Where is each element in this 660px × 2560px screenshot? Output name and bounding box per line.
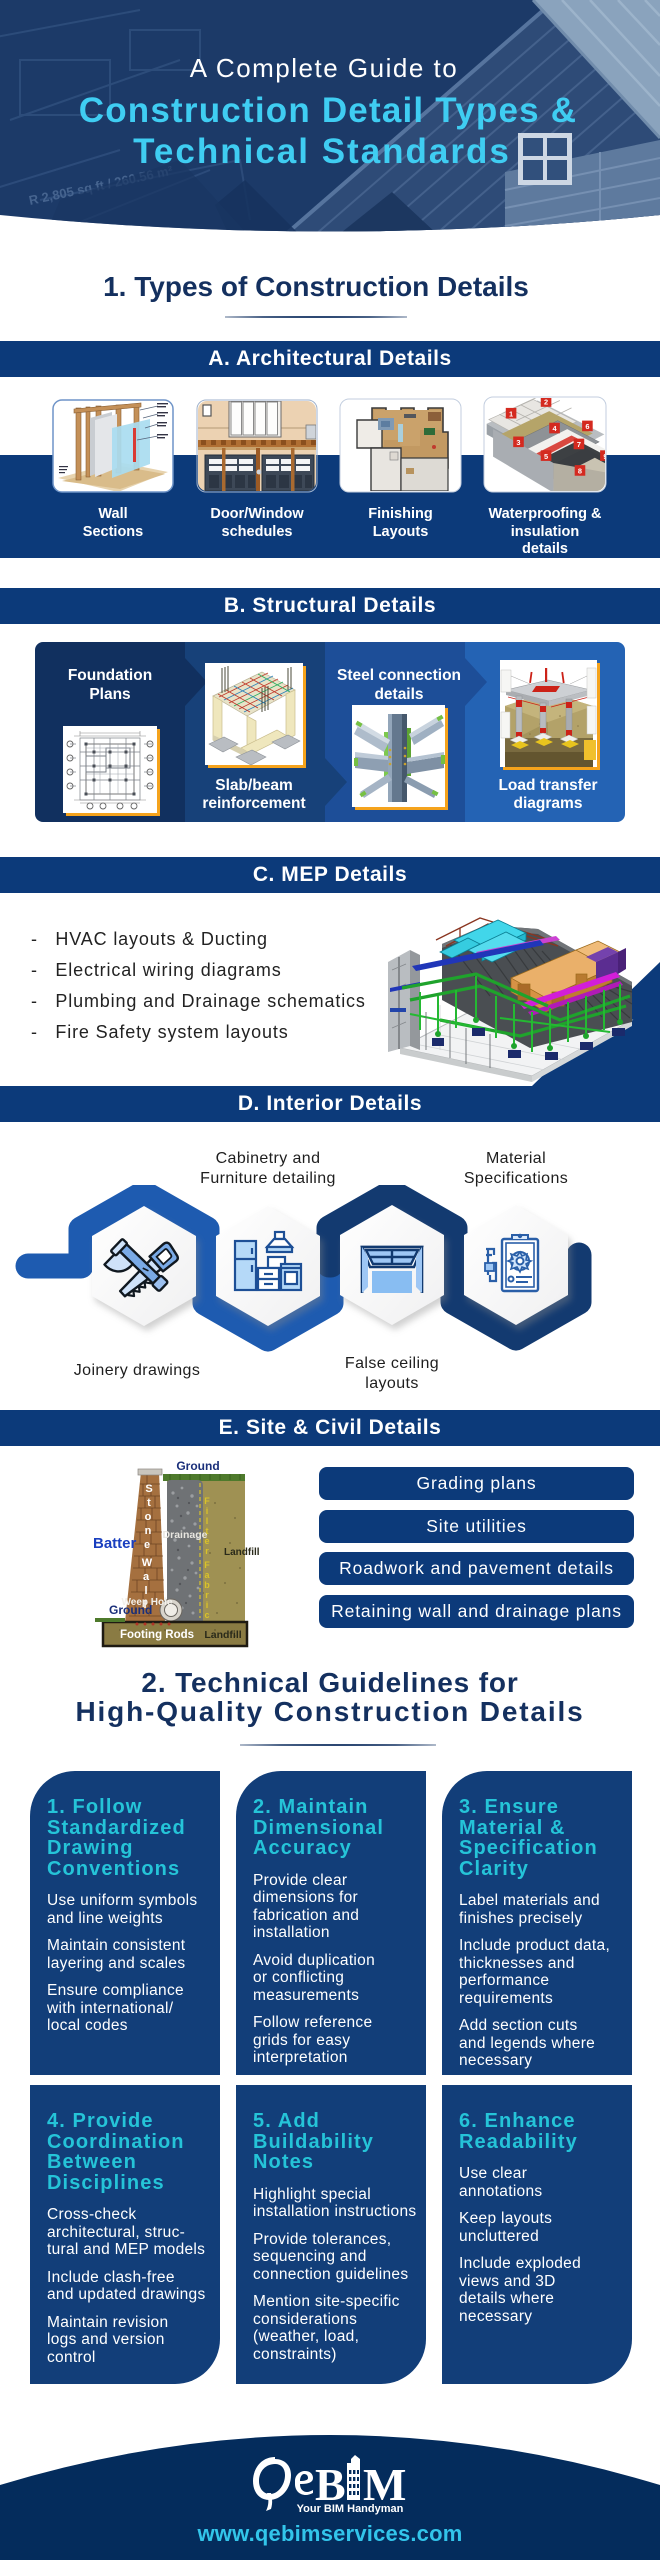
svg-text:Plans: Plans	[89, 686, 130, 703]
svg-text:9: 9	[603, 452, 607, 461]
svg-text:S: S	[145, 1483, 152, 1495]
svg-text:t: t	[206, 1526, 209, 1536]
svg-text:e: e	[204, 1536, 209, 1546]
svg-text:Batter: Batter	[93, 1535, 137, 1552]
svg-text:n: n	[145, 1525, 152, 1537]
svg-text:F: F	[204, 1560, 210, 1570]
svg-text:Your BIM Handyman: Your BIM Handyman	[297, 2503, 404, 2515]
svg-text:7: 7	[577, 440, 581, 449]
svg-text:e: e	[144, 1539, 150, 1551]
svg-text:r: r	[205, 1590, 209, 1600]
svg-text:diagrams: diagrams	[514, 795, 583, 812]
svg-text:l: l	[206, 1516, 209, 1526]
svg-text:a: a	[204, 1570, 210, 1580]
svg-text:4: 4	[552, 424, 557, 433]
svg-text:F: F	[204, 1496, 210, 1506]
svg-text:i: i	[206, 1506, 209, 1516]
svg-text:reinforcement: reinforcement	[202, 795, 305, 812]
svg-text:Steel connection: Steel connection	[337, 667, 461, 684]
svg-text:c: c	[204, 1610, 209, 1620]
svg-text:l: l	[143, 1599, 146, 1611]
svg-text:B: B	[315, 2459, 346, 2510]
svg-text:2: 2	[544, 398, 548, 407]
svg-text:Landfill: Landfill	[224, 1547, 260, 1558]
svg-text:W: W	[142, 1557, 153, 1569]
svg-text:6: 6	[585, 422, 589, 431]
svg-text:l: l	[144, 1585, 147, 1597]
svg-text:details: details	[374, 686, 423, 703]
svg-text:Load transfer: Load transfer	[498, 777, 597, 794]
svg-text:r: r	[205, 1546, 209, 1556]
svg-text:Foundation: Foundation	[68, 667, 152, 684]
svg-text:i: i	[206, 1600, 209, 1610]
svg-text:a: a	[143, 1571, 150, 1583]
svg-text:Ground: Ground	[176, 1459, 219, 1473]
svg-text:o: o	[145, 1511, 152, 1523]
svg-text:5: 5	[544, 452, 548, 461]
svg-text:t: t	[147, 1497, 151, 1509]
svg-text:Slab/beam: Slab/beam	[215, 777, 293, 794]
svg-text:Construction Detail Types &: Construction Detail Types &	[79, 91, 577, 130]
svg-text:Weep Hole: Weep Hole	[122, 1597, 173, 1608]
svg-text:M: M	[363, 2459, 406, 2510]
svg-text:Landfill: Landfill	[204, 1629, 241, 1641]
svg-text:1: 1	[509, 409, 513, 418]
svg-text:b: b	[204, 1580, 210, 1590]
svg-text:8: 8	[578, 467, 582, 476]
svg-text:Drainage: Drainage	[163, 1529, 208, 1541]
svg-text:Technical Standards: Technical Standards	[133, 132, 511, 171]
svg-text:A Complete Guide to: A Complete Guide to	[190, 53, 458, 83]
svg-text:Ground: Ground	[109, 1603, 152, 1617]
svg-text:Footing Rods: Footing Rods	[120, 1629, 194, 1641]
svg-text:3: 3	[516, 438, 520, 447]
